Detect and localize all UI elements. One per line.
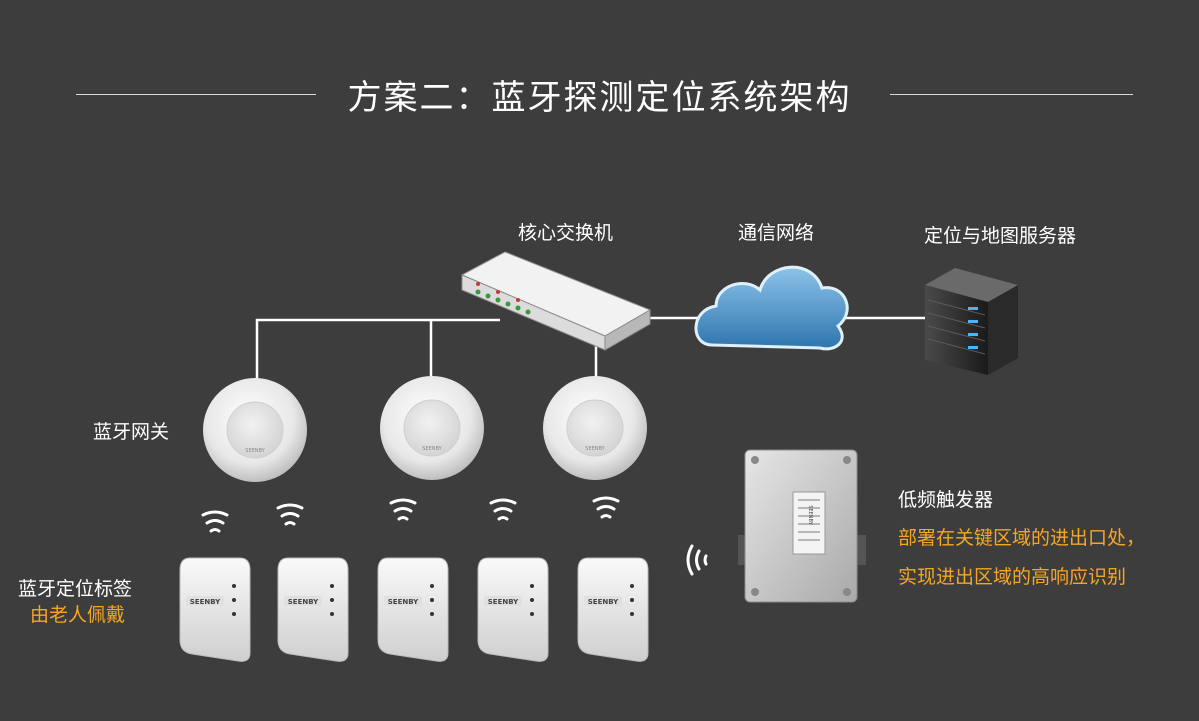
bracelet-brand-text: SEENBY xyxy=(288,598,319,606)
switch-label: 核心交换机 xyxy=(518,222,614,244)
server-label: 定位与地图服务器 xyxy=(924,225,1077,247)
bracelet-tag: SEENBY xyxy=(577,557,649,662)
tag-title-label: 蓝牙定位标签 xyxy=(18,578,133,600)
bracelet-tag: SEENBY xyxy=(277,557,349,662)
trigger-title-label: 低频触发器 xyxy=(898,489,994,511)
bracelet-brand-text: SEENBY xyxy=(588,598,619,606)
server-icon xyxy=(925,268,1018,375)
trigger-device-icon xyxy=(738,449,866,603)
cloud-network-icon xyxy=(694,265,849,351)
bracelet-tag: SEENBY xyxy=(179,557,251,662)
bracelet-tags: SEENBY SEENBY SEENBY SEENBY SEENBY xyxy=(179,557,649,662)
network-label: 通信网络 xyxy=(738,222,815,244)
connection-lines xyxy=(255,316,930,384)
title-line-right xyxy=(890,94,1133,95)
gateway-brand-text: SEENBY xyxy=(422,446,442,452)
bracelet-brand-text: SEENBY xyxy=(488,598,519,606)
core-switch-icon xyxy=(460,251,652,351)
bracelet-tag: SEENBY xyxy=(377,557,449,662)
gateway-3 xyxy=(543,376,647,480)
gateway-label: 蓝牙网关 xyxy=(93,421,170,443)
title-line-left xyxy=(76,94,316,95)
bracelet-tag: SEENBY xyxy=(477,557,549,662)
trigger-desc-line1: 部署在关键区域的进出口处， xyxy=(898,527,1146,549)
gateway-brand-text: SEENBY xyxy=(585,446,605,452)
trigger-brand-text: SEENBY xyxy=(807,505,813,525)
page-title: 方案二：蓝牙探测定位系统架构 xyxy=(347,78,852,118)
bracelet-brand-text: SEENBY xyxy=(388,598,419,606)
gateway-2 xyxy=(380,376,484,480)
gateway-brand-text: SEENBY xyxy=(245,448,265,454)
tag-note-label: 由老人佩戴 xyxy=(30,604,126,626)
gateway-1 xyxy=(203,378,307,482)
bracelet-brand-text: SEENBY xyxy=(190,598,221,606)
signal-icons xyxy=(201,496,708,576)
trigger-desc-line2: 实现进出区域的高响应识别 xyxy=(898,566,1127,588)
